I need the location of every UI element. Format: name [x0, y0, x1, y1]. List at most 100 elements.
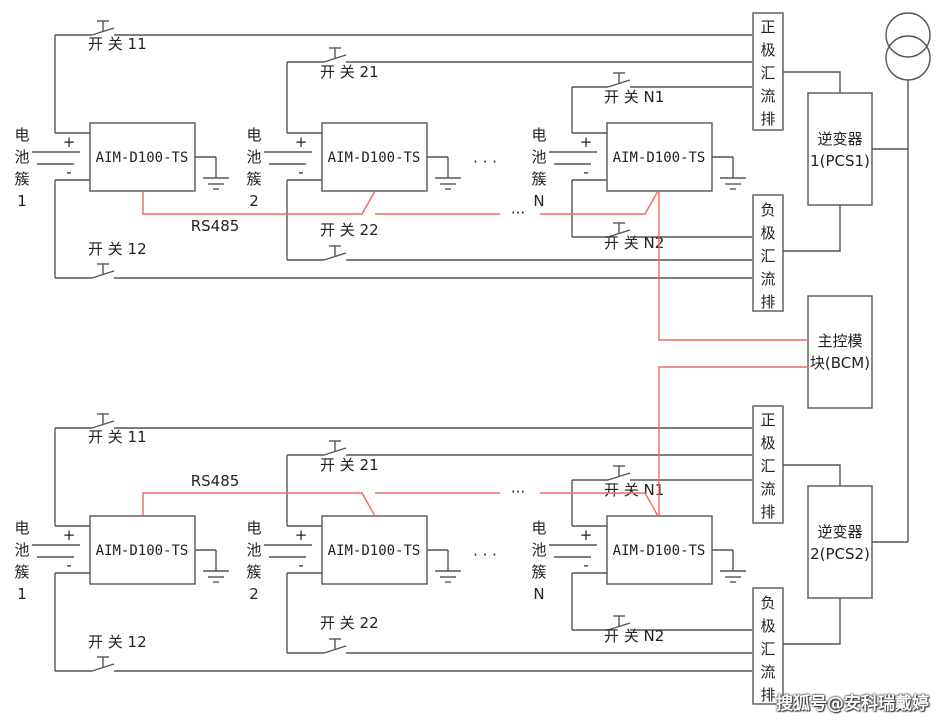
battery-label: 池 — [14, 148, 29, 166]
battery-label: 池 — [246, 541, 261, 559]
busbar-label: 负 — [760, 594, 775, 612]
watermark: 搜狐号@安科瑞戴婷 — [776, 694, 929, 714]
battery-label: 2 — [249, 192, 259, 210]
plus-sign: + — [580, 133, 593, 151]
busbar-label: 排 — [760, 293, 775, 311]
busbar-label: 流 — [760, 480, 775, 498]
switch-blade — [91, 420, 115, 429]
switch-blade — [323, 447, 347, 456]
ground-icon — [203, 570, 229, 583]
ground-icon — [203, 177, 229, 190]
switch-blade — [91, 27, 115, 36]
switch-blade — [91, 663, 115, 672]
switch-bottom-label: 开 关 22 — [320, 614, 379, 632]
battery-label: N — [533, 192, 544, 210]
battery-label: 2 — [249, 585, 259, 603]
battery-icon: +- — [32, 525, 90, 574]
minus-sign: - — [583, 163, 588, 181]
rs485-wire — [540, 492, 659, 517]
bcm-box — [807, 295, 873, 409]
rs485-wire — [658, 366, 808, 516]
bcm-label: 块(BCM) — [810, 354, 870, 372]
switch-blade — [607, 472, 631, 481]
switch-bottom-label: 开 关 12 — [88, 240, 147, 258]
ground-icon — [435, 570, 461, 583]
plus-sign: + — [295, 526, 308, 544]
rs485-wire — [142, 492, 376, 517]
switch-blade — [323, 54, 347, 63]
negative-busbar — [752, 194, 784, 312]
ground-icon — [720, 177, 746, 190]
minus-sign: - — [583, 556, 588, 574]
switch-icon — [607, 465, 631, 481]
switch-blade — [607, 79, 631, 88]
busbar-label: 流 — [760, 663, 775, 681]
busbar-label: 负 — [760, 201, 775, 219]
inverter-label: 2(PCS2) — [810, 545, 870, 563]
wire — [783, 598, 841, 645]
switch-blade — [91, 270, 115, 279]
minus-sign: - — [298, 556, 303, 574]
busbar-label: 极 — [760, 434, 775, 452]
battery-label: 电 — [14, 126, 29, 144]
battery-label: 簇 — [531, 170, 546, 188]
rs485-label: RS485 — [191, 217, 240, 235]
module-label: AIM-D100-TS — [328, 543, 421, 559]
ellipsis: · · · — [473, 153, 497, 171]
battery-icon: +- — [32, 132, 90, 181]
module-label: AIM-D100-TS — [328, 150, 421, 166]
battery-label: 簇 — [531, 563, 546, 581]
transformer-coil — [885, 12, 931, 58]
battery-label: 电 — [531, 126, 546, 144]
ground-icon — [435, 177, 461, 190]
plus-sign: + — [295, 133, 308, 151]
switch-icon — [91, 656, 115, 672]
busbar-label: 汇 — [760, 457, 775, 475]
switch-icon — [91, 413, 115, 429]
ellipsis: · · · — [473, 546, 497, 564]
busbar-label: 汇 — [760, 640, 775, 658]
module-label: AIM-D100-TS — [613, 150, 706, 166]
busbar-label: 排 — [760, 110, 775, 128]
busbar-label: 极 — [760, 617, 775, 635]
battery-icon: +- — [264, 132, 322, 181]
busbar-label: 流 — [760, 87, 775, 105]
minus-sign: - — [298, 163, 303, 181]
transformer-coil — [885, 35, 931, 81]
minus-sign: - — [66, 556, 71, 574]
busbar-label: 排 — [760, 503, 775, 521]
rs485-ellipsis: ··· — [511, 204, 525, 222]
battery-label: 电 — [14, 519, 29, 537]
battery-label: 簇 — [14, 170, 29, 188]
transformer-icon — [885, 12, 931, 542]
switch-top-label: 开 关 N1 — [604, 88, 664, 106]
rs485-wire — [142, 190, 376, 215]
switch-blade — [607, 229, 631, 238]
rs485-ellipsis: ··· — [511, 483, 525, 501]
battery-icon: +- — [549, 525, 607, 574]
inverter — [807, 485, 873, 599]
switch-blade — [323, 645, 347, 654]
inverter-label: 逆变器 — [817, 523, 862, 541]
battery-label: 池 — [531, 541, 546, 559]
battery-icon: +- — [549, 132, 607, 181]
switch-bottom-label: 开 关 22 — [320, 221, 379, 239]
busbar-label: 流 — [760, 270, 775, 288]
switch-top-label: 开 关 N1 — [604, 481, 664, 499]
inverter — [807, 92, 873, 206]
module-label: AIM-D100-TS — [96, 150, 189, 166]
module-label: AIM-D100-TS — [613, 543, 706, 559]
bcm-label: 主控模 — [817, 332, 862, 350]
busbar-label: 正 — [760, 18, 775, 36]
switch-top-label: 开 关 21 — [320, 456, 379, 474]
switch-top-label: 开 关 21 — [320, 63, 379, 81]
rs485-bus: ··· RS485 — [142, 190, 659, 235]
battery-label: 电 — [246, 519, 261, 537]
